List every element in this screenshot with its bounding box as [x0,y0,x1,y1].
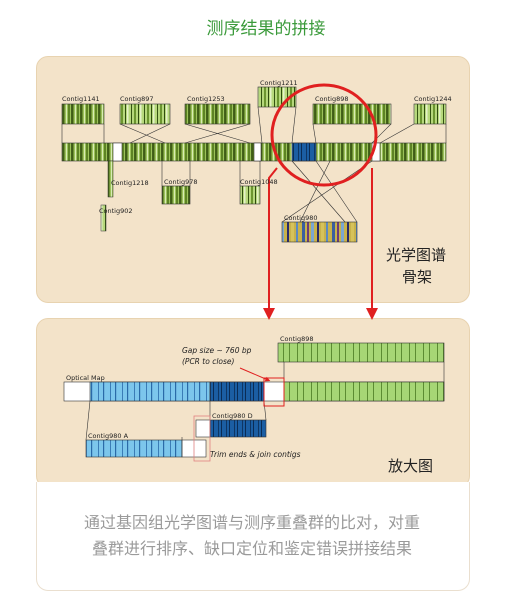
caption-frame [36,482,470,591]
zoom-arrow-left [263,167,278,320]
zoom-label: 放大图 [388,457,434,475]
top-contigs [61,86,447,125]
gap-arrow [239,367,271,382]
caption: 通过基因组光学图谱与测序重叠群的比对，对重 叠群进行排序、缺口定位和鉴定错误拼接… [40,510,464,562]
contig980d-label: Contig980 D [212,412,253,420]
contig898-label: Contig898 [280,335,314,343]
optical-map-label: Optical Map [66,374,105,382]
page-title: 测序结果的拼接 [206,19,326,39]
contig-label: Contig1141 [62,95,100,103]
trim-box [193,415,211,462]
contig-label: Contig1048 [240,178,278,186]
contig980a-label: Contig980 A [88,432,129,440]
pcr-note: (PCR to close) [182,357,235,366]
trim-note: Trim ends & join contigs [210,450,301,459]
contig-label: Contig1211 [260,79,298,87]
contig-label: Contig897 [120,95,154,103]
alignment-lines [61,106,447,223]
gap-box [263,377,285,407]
contig-label: Contig980 [284,214,318,222]
contig-label: Contig1253 [187,95,225,103]
backbone-label-2: 骨架 [402,268,433,286]
contig-label: Contig898 [315,95,349,103]
contig-label: Contig1218 [111,179,149,187]
backbone-map [61,142,447,162]
caption-line-2: 叠群进行排序、缺口定位和鉴定错误拼接结果 [91,539,412,558]
caption-line-1: 通过基因组光学图谱与测序重叠群的比对，对重 [83,513,420,532]
highlight-circle [270,83,378,187]
backbone-label: 光学图谱 [386,246,447,264]
lower-contigs [100,160,358,243]
contig-label: Contig902 [99,207,133,215]
contig-label: Contig1244 [414,95,452,103]
gap-size-note: Gap size ~ 760 bp [182,346,252,355]
contig-label: Contig978 [164,178,198,186]
